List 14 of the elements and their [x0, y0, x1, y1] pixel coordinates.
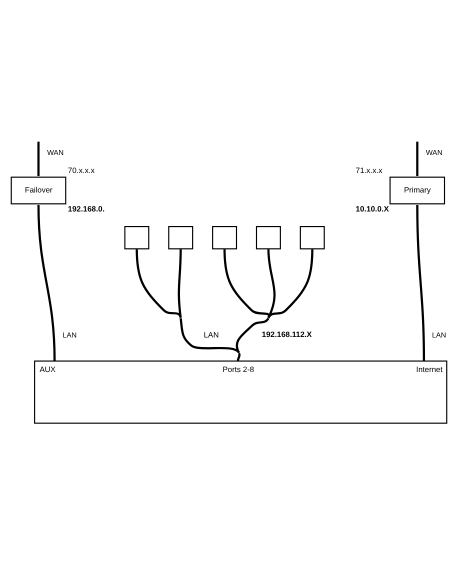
connector	[267, 248, 276, 318]
node-box	[256, 226, 281, 249]
node-box	[124, 226, 150, 249]
node-box	[300, 226, 325, 249]
node-box	[168, 226, 194, 249]
connector	[178, 248, 182, 318]
connector	[136, 248, 241, 361]
node-box	[212, 226, 238, 249]
connector	[268, 248, 314, 318]
connector	[223, 248, 270, 353]
connector	[37, 204, 56, 361]
connector	[416, 141, 418, 176]
connector	[416, 204, 426, 361]
connector	[37, 141, 40, 176]
